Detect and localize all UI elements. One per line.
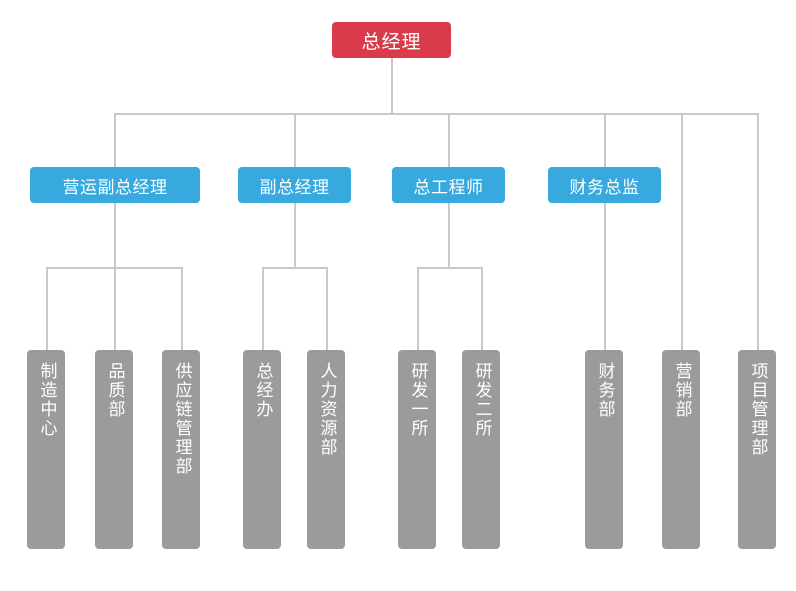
connector-g1-drop-1 bbox=[46, 267, 48, 351]
node-leaf-label-7: 研发二所 bbox=[471, 362, 492, 438]
connector-g3-stem bbox=[448, 202, 450, 268]
connector-g1-stem bbox=[114, 202, 116, 268]
node-level2-label-2: 副总经理 bbox=[259, 177, 330, 198]
node-level2-label-3: 总工程师 bbox=[413, 177, 484, 198]
connector-g3-bus bbox=[417, 267, 483, 269]
node-leaf-finance-dept[interactable]: 财务部 bbox=[585, 350, 623, 549]
node-leaf-manufacturing-center[interactable]: 制造中心 bbox=[27, 350, 65, 549]
connector-g2-drop-1 bbox=[262, 267, 264, 351]
node-leaf-project-mgmt-dept[interactable]: 项目管理部 bbox=[738, 350, 776, 549]
node-leaf-rd-institute-2[interactable]: 研发二所 bbox=[462, 350, 500, 549]
connector-drop-marketing bbox=[681, 113, 683, 351]
connector-g2-stem bbox=[294, 202, 296, 268]
node-leaf-label-8: 财务部 bbox=[594, 362, 615, 419]
connector-drop-level2-4 bbox=[604, 113, 606, 168]
node-leaf-quality-dept[interactable]: 品质部 bbox=[95, 350, 133, 549]
node-leaf-label-10: 项目管理部 bbox=[747, 362, 768, 457]
connector-root-stem bbox=[391, 57, 393, 114]
node-level2-finance-director[interactable]: 财务总监 bbox=[548, 167, 661, 203]
connector-g1-drop-2 bbox=[114, 267, 116, 351]
connector-g2-bus bbox=[262, 267, 328, 269]
connector-drop-level2-2 bbox=[294, 113, 296, 168]
node-leaf-hr-dept[interactable]: 人力资源部 bbox=[307, 350, 345, 549]
connector-g1-drop-3 bbox=[181, 267, 183, 351]
connector-drop-level2-3 bbox=[448, 113, 450, 168]
connector-g4-stem bbox=[604, 202, 606, 351]
node-leaf-rd-institute-1[interactable]: 研发一所 bbox=[398, 350, 436, 549]
node-level2-vice-gm[interactable]: 副总经理 bbox=[238, 167, 351, 203]
connector-main-bus bbox=[114, 113, 757, 115]
node-level2-label-1: 营运副总经理 bbox=[62, 177, 168, 198]
node-leaf-label-3: 供应链管理部 bbox=[171, 362, 192, 476]
node-level2-label-4: 财务总监 bbox=[569, 177, 640, 198]
node-leaf-label-9: 营销部 bbox=[671, 362, 692, 419]
node-root-general-manager[interactable]: 总经理 bbox=[332, 22, 451, 58]
node-level2-operations-vp[interactable]: 营运副总经理 bbox=[30, 167, 200, 203]
connector-drop-project-mgmt bbox=[757, 113, 759, 351]
connector-g3-drop-1 bbox=[417, 267, 419, 351]
connector-g2-drop-2 bbox=[326, 267, 328, 351]
connector-drop-level2-1 bbox=[114, 113, 116, 168]
node-leaf-gm-office[interactable]: 总经办 bbox=[243, 350, 281, 549]
connector-g3-drop-2 bbox=[481, 267, 483, 351]
node-level2-chief-engineer[interactable]: 总工程师 bbox=[392, 167, 505, 203]
node-leaf-supply-chain-mgmt-dept[interactable]: 供应链管理部 bbox=[162, 350, 200, 549]
node-leaf-label-1: 制造中心 bbox=[36, 362, 57, 438]
node-leaf-label-2: 品质部 bbox=[104, 362, 125, 419]
node-leaf-marketing-dept[interactable]: 营销部 bbox=[662, 350, 700, 549]
node-leaf-label-5: 人力资源部 bbox=[316, 362, 337, 457]
node-root-label: 总经理 bbox=[361, 30, 422, 53]
node-leaf-label-6: 研发一所 bbox=[407, 362, 428, 438]
node-leaf-label-4: 总经办 bbox=[252, 362, 273, 419]
